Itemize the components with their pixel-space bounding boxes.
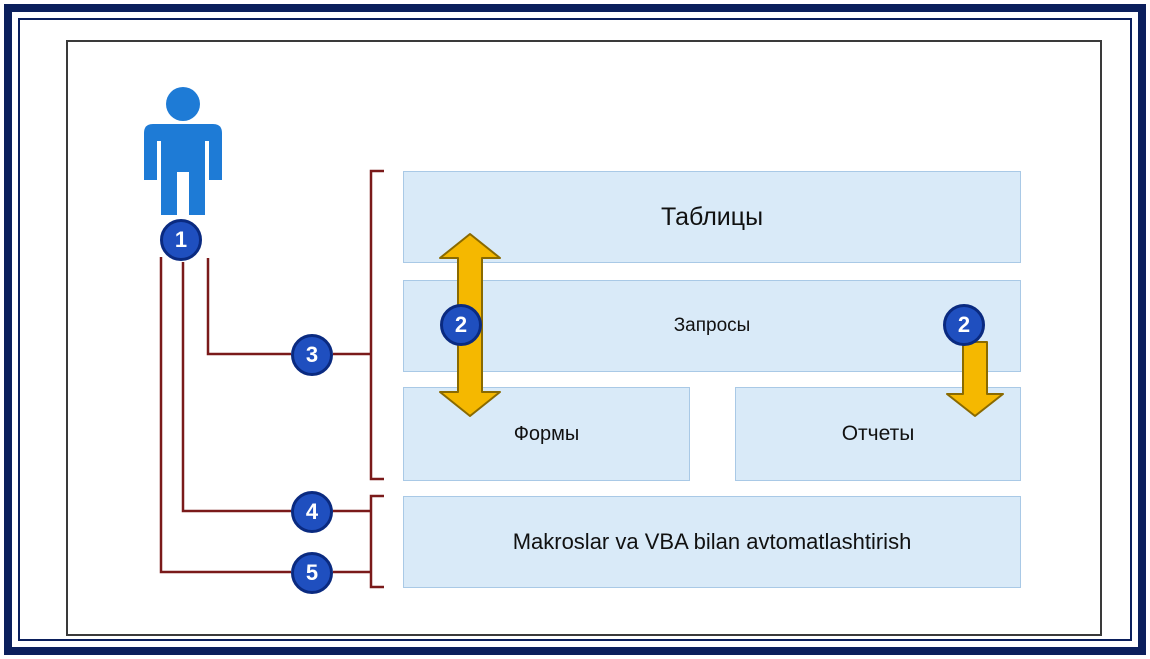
bracket-upper [369, 169, 384, 481]
connector-line-3 [206, 258, 291, 356]
step-badge-2-right-number: 2 [957, 312, 971, 337]
forms-label: Формы [513, 422, 580, 445]
forms-box: Формы [403, 387, 690, 481]
tables-label: Таблицы [660, 202, 764, 231]
inner-frame [18, 18, 1132, 641]
person-icon [144, 87, 222, 215]
step-badge-1-number: 1 [174, 227, 188, 252]
tables-box: Таблицы [403, 171, 1021, 263]
connector-line-4 [181, 262, 291, 513]
step-badge-3-number: 3 [305, 342, 319, 367]
step-badge-4-number: 4 [305, 499, 319, 524]
bracket-lower [369, 494, 384, 589]
macros-box: Makroslar va VBA bilan avtomatlashtirish [403, 496, 1021, 588]
step-badge-5: 5 [291, 552, 333, 594]
reports-label: Отчеты [841, 422, 915, 445]
connector-line-5 [159, 257, 291, 574]
content-frame [66, 40, 1102, 636]
step-badge-2-right: 2 [943, 304, 985, 346]
step-badge-1: 1 [160, 219, 202, 261]
queries-label: Запросы [673, 315, 751, 336]
macros-label: Makroslar va VBA bilan avtomatlashtirish [512, 529, 912, 554]
step-badge-5-number: 5 [305, 560, 319, 585]
step-badge-2-left: 2 [440, 304, 482, 346]
down-arrow-icon [946, 341, 1004, 417]
connector-lines [159, 169, 384, 589]
step-badge-2-left-number: 2 [454, 312, 468, 337]
queries-box: Запросы [403, 280, 1021, 372]
step-badge-3: 3 [291, 334, 333, 376]
step-badge-4: 4 [291, 491, 333, 533]
